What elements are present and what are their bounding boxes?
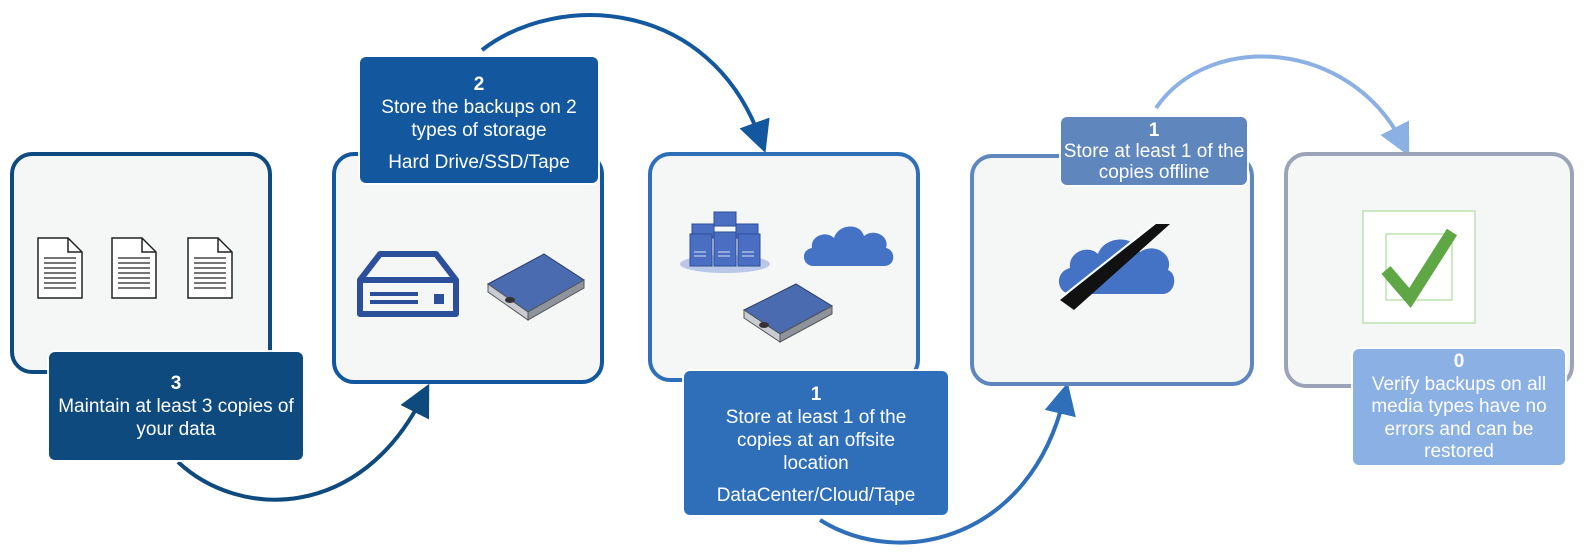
documents-group [37,237,233,299]
step-number: 0 [1453,351,1465,372]
step-subtext: DataCenter/Cloud/Tape [716,485,916,506]
step-label-5: 0 Verify backups on all media types have… [1353,349,1565,465]
document-icon [111,237,157,299]
step-text: Store at least 1 of the copies offline [1063,141,1245,183]
step-text: Store the backups on 2 types of storage [381,97,577,141]
arrow-3-to-4 [818,382,1076,545]
step-number: 1 [1148,120,1160,141]
step-number: 1 [810,384,822,405]
step-card-2 [332,152,604,384]
step-text: Store at least 1 of the copies at an off… [725,407,907,474]
step-text: Verify backups on all media types have n… [1371,373,1547,463]
checkmark-icon [1362,210,1476,324]
step-label-2: 2 Store the backups on 2 types of storag… [360,57,598,183]
tape-drive-icon [743,283,834,343]
hard-drive-icon [357,251,459,317]
step-text: Maintain at least 3 copies of your data [58,396,294,440]
document-icon [187,237,233,299]
arrow-4-to-5 [1154,54,1410,157]
offline-cloud-icon [1057,223,1175,310]
datacenter-icon [680,211,770,273]
step-subtext: Hard Drive/SSD/Tape [388,152,570,173]
cloud-icon [803,226,894,266]
arrow-1-to-2 [176,383,430,502]
step-number: 2 [473,74,485,95]
document-icon [37,237,83,299]
step-number: 3 [170,373,182,394]
tape-drive-icon [487,253,585,321]
step-label-4: 1 Store at least 1 of the copies offline [1061,117,1247,185]
step-label-3: 1 Store at least 1 of the copies at an o… [684,371,948,515]
step-label-1: 3 Maintain at least 3 copies of your dat… [49,352,303,460]
arrow-2-to-3 [480,13,770,154]
